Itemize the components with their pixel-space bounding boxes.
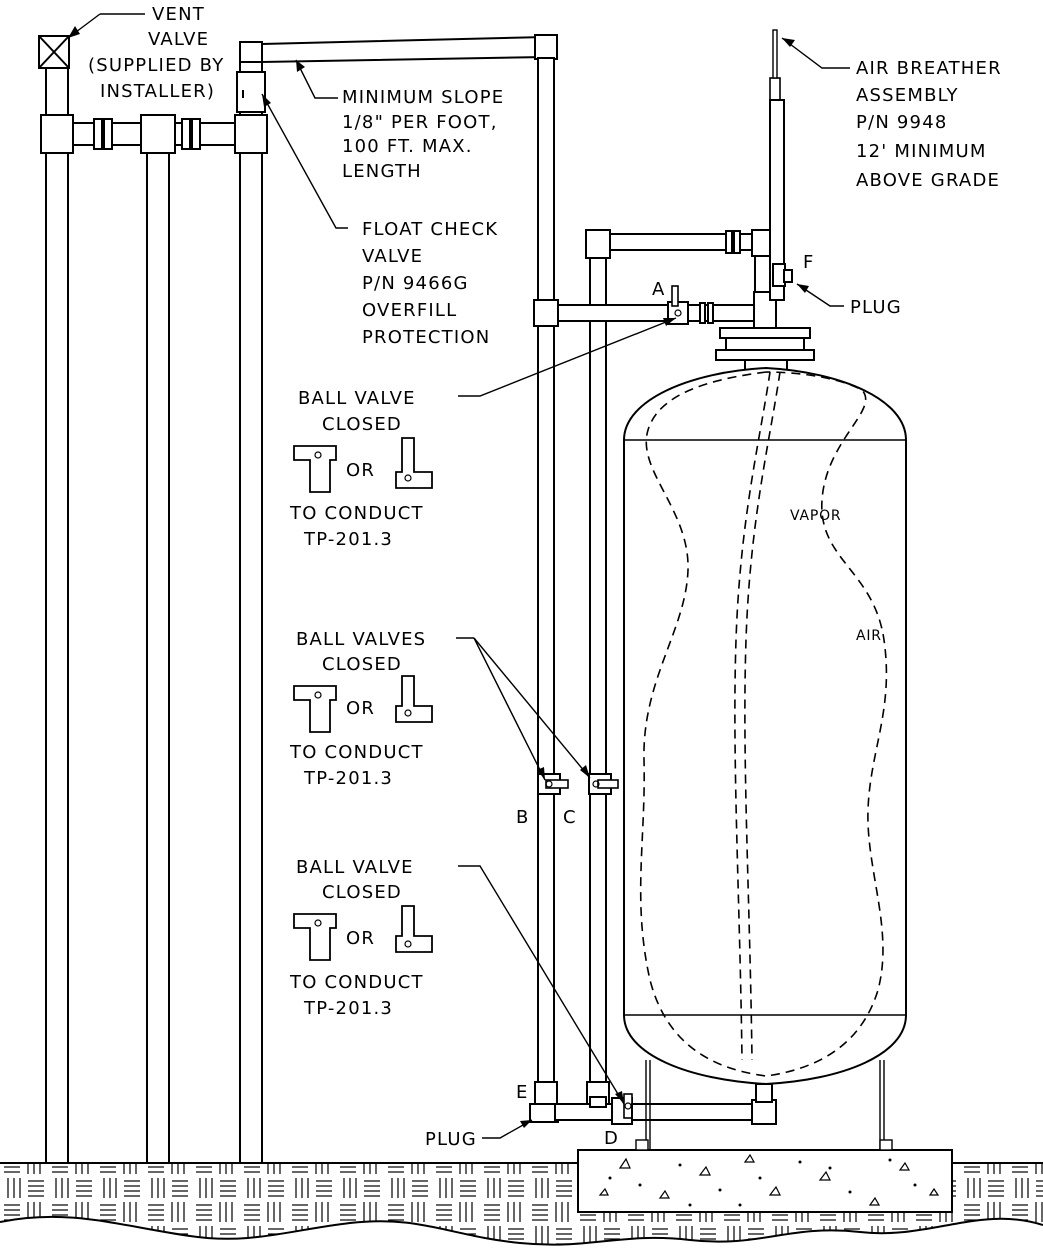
note-1: BALL VALVE CLOSED OR TO CONDUCT TP-201.3	[289, 388, 424, 550]
svg-text:PROTECTION: PROTECTION	[362, 327, 490, 348]
valve-letter-e: E	[516, 1082, 529, 1103]
svg-text:OR: OR	[346, 698, 375, 719]
valve-legend-1	[293, 437, 433, 493]
svg-text:VALVE: VALVE	[362, 246, 423, 267]
svg-text:MINIMUM SLOPE: MINIMUM SLOPE	[342, 87, 504, 108]
svg-text:P/N 9466G: P/N 9466G	[362, 273, 469, 294]
plug-bottom-icon	[529, 1103, 559, 1123]
valve-legend-3	[293, 905, 433, 961]
svg-text:TP-201.3: TP-201.3	[303, 768, 393, 789]
svg-text:TP-201.3: TP-201.3	[303, 529, 393, 550]
svg-text:TP-201.3: TP-201.3	[303, 998, 393, 1019]
svg-text:LENGTH: LENGTH	[342, 161, 422, 182]
svg-text:VALVE: VALVE	[148, 29, 209, 50]
svg-text:BALL VALVES: BALL VALVES	[296, 629, 426, 650]
valve-letter-c: C	[563, 807, 577, 828]
plug-bottom-label: PLUG	[425, 1129, 477, 1150]
svg-text:TO CONDUCT: TO CONDUCT	[289, 972, 424, 993]
svg-text:ASSEMBLY: ASSEMBLY	[856, 85, 959, 106]
svg-text:INSTALLER): INSTALLER)	[100, 81, 215, 102]
valve-letter-a: A	[652, 279, 666, 300]
svg-text:CLOSED: CLOSED	[322, 882, 402, 903]
svg-text:OR: OR	[346, 460, 375, 481]
svg-text:TO CONDUCT: TO CONDUCT	[289, 742, 424, 763]
svg-text:AIR BREATHER: AIR BREATHER	[856, 58, 1002, 79]
svg-text:FLOAT CHECK: FLOAT CHECK	[362, 219, 498, 240]
svg-text:P/N 9948: P/N 9948	[856, 112, 948, 133]
svg-text:CLOSED: CLOSED	[322, 654, 402, 675]
vapor-label: VAPOR	[790, 508, 841, 524]
svg-text:100 FT. MAX.: 100 FT. MAX.	[342, 136, 473, 157]
valve-letter-d: D	[604, 1128, 619, 1149]
float-check-valve-label: FLOAT CHECK VALVE P/N 9466G OVERFILL PRO…	[362, 219, 498, 348]
note-3: BALL VALVE CLOSED OR TO CONDUCT TP-201.3	[289, 857, 424, 1019]
valve-letter-b: B	[516, 807, 530, 828]
svg-text:ABOVE GRADE: ABOVE GRADE	[856, 170, 1000, 191]
air-label: AIR	[856, 628, 882, 644]
svg-text:(SUPPLIED BY: (SUPPLIED BY	[88, 55, 224, 76]
vent-stack	[38, 34, 558, 1164]
vapor-piping	[529, 29, 893, 1151]
svg-text:BALL VALVE: BALL VALVE	[296, 857, 414, 878]
svg-text:CLOSED: CLOSED	[322, 414, 402, 435]
svg-text:1/8" PER FOOT,: 1/8" PER FOOT,	[342, 112, 498, 133]
float-check-valve-icon	[236, 71, 266, 113]
valve-letter-f: F	[803, 252, 815, 273]
svg-text:OR: OR	[346, 928, 375, 949]
vent-valve-label: VENT VALVE (SUPPLIED BY INSTALLER)	[88, 4, 224, 102]
air-breather-label: AIR BREATHER ASSEMBLY P/N 9948 12' MINIM…	[856, 58, 1002, 191]
concrete-pad	[577, 1149, 953, 1213]
minimum-slope-label: MINIMUM SLOPE 1/8" PER FOOT, 100 FT. MAX…	[342, 87, 504, 182]
valve-legend-2	[293, 675, 433, 733]
svg-text:OVERFILL: OVERFILL	[362, 300, 457, 321]
svg-text:TO CONDUCT: TO CONDUCT	[289, 503, 424, 524]
note-2: BALL VALVES CLOSED OR TO CONDUCT TP-201.…	[289, 629, 426, 789]
storage-tank	[623, 366, 907, 1086]
svg-text:VENT: VENT	[152, 4, 205, 25]
svg-text:12' MINIMUM: 12' MINIMUM	[856, 141, 987, 162]
leader-lines	[67, 13, 850, 1139]
svg-text:BALL VALVE: BALL VALVE	[298, 388, 416, 409]
plug-top-label: PLUG	[850, 297, 902, 318]
